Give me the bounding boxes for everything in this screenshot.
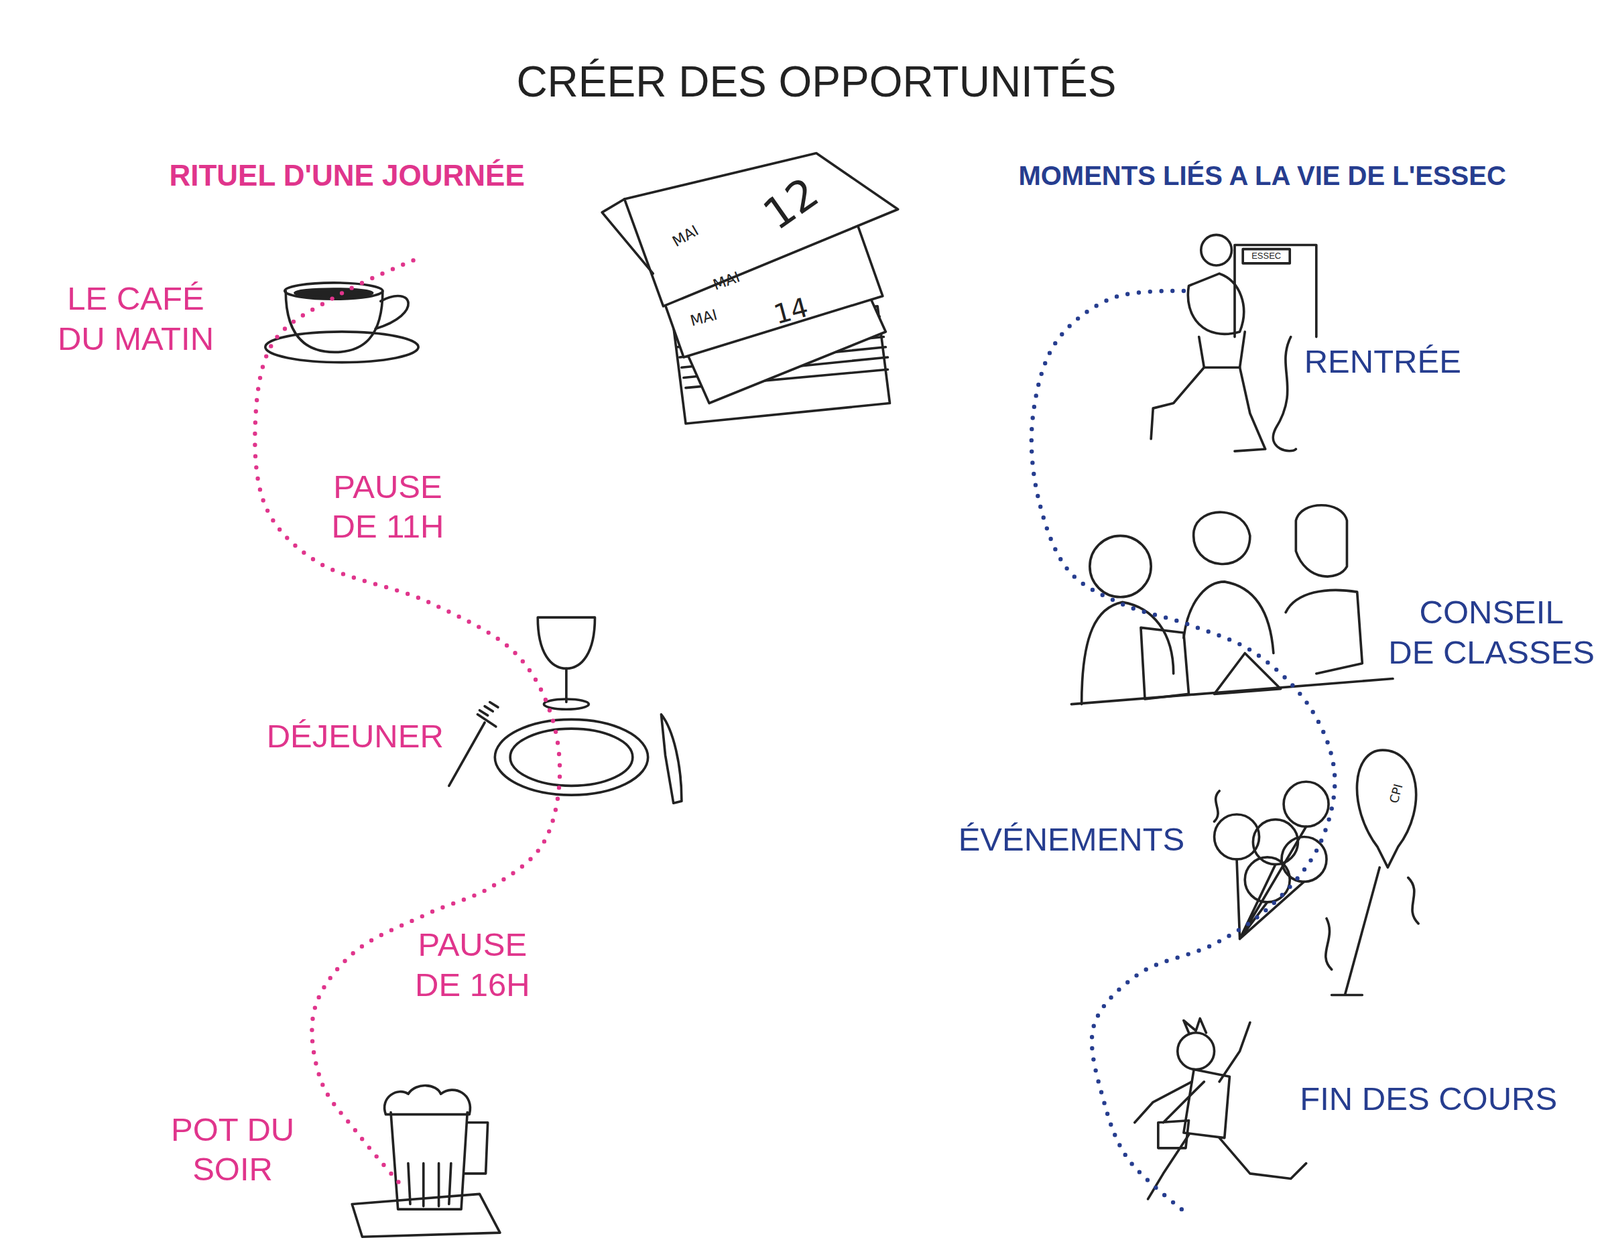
text-line: CONSEIL <box>1388 592 1595 633</box>
student-entering <box>1199 331 1246 368</box>
text-line: LE CAFÉ <box>57 279 214 320</box>
balloons <box>1281 836 1327 882</box>
place-setting <box>449 702 499 787</box>
door-sign: ESSEC <box>1251 250 1281 262</box>
moment-label: CONSEIL DE CLASSES <box>1388 592 1595 673</box>
school-route <box>1031 290 1336 1210</box>
text-line: DE 16H <box>414 965 531 1006</box>
place-setting <box>537 617 595 669</box>
column-heading: MOMENTS LIÉS A LA VIE DE L'ESSEC <box>1018 158 1506 192</box>
balloons <box>1356 750 1416 868</box>
coffee-cup <box>375 296 409 330</box>
class-council <box>1285 589 1363 674</box>
beer-mug <box>351 1193 501 1237</box>
running-student <box>1183 1069 1230 1139</box>
place-setting <box>543 699 589 710</box>
running-student <box>1148 1134 1307 1200</box>
text-line: POT DU <box>170 1110 295 1151</box>
balloon-text: CPI <box>1386 782 1406 806</box>
moment-label: POT DU SOIR <box>170 1110 295 1191</box>
student-entering <box>1234 245 1317 338</box>
student-entering <box>1272 337 1296 452</box>
student-entering <box>1150 367 1266 452</box>
running-student <box>1158 1081 1205 1149</box>
beer-mug <box>464 1122 488 1174</box>
place-setting <box>565 668 568 702</box>
calendar-stack <box>624 153 899 307</box>
student-entering <box>1201 234 1233 266</box>
place-setting <box>449 617 682 804</box>
text-line: DE 11H <box>331 507 445 548</box>
balloons <box>1214 750 1419 995</box>
running-student <box>1183 1018 1206 1033</box>
moment-label: PAUSE DE 11H <box>331 467 445 548</box>
beer-mug <box>351 1085 501 1238</box>
text-line: SOIR <box>170 1150 295 1191</box>
beer-mug <box>408 1163 452 1207</box>
title: CRÉER DES OPPORTUNITÉS <box>516 55 1117 108</box>
column-heading: RITUEL D'UNE JOURNÉE <box>168 157 525 194</box>
moment-label: FIN DES COURS <box>1299 1079 1558 1120</box>
class-council <box>1081 601 1174 704</box>
day-route <box>254 260 560 1184</box>
balloons <box>1283 781 1329 827</box>
text-line: PAUSE <box>414 925 531 966</box>
class-council <box>1193 512 1251 564</box>
running-student <box>1134 1018 1307 1199</box>
student-entering <box>1242 249 1290 264</box>
text-line: DU MATIN <box>57 319 214 360</box>
place-setting <box>660 714 682 804</box>
coffee-cup <box>294 288 373 297</box>
beer-mug <box>390 1112 468 1210</box>
balloons <box>1214 790 1419 970</box>
coffee-cup <box>265 331 419 363</box>
moment-label: PAUSE DE 16H <box>414 925 531 1006</box>
class-council <box>1214 652 1281 694</box>
class-council <box>1140 627 1190 700</box>
moment-label: RENTRÉE <box>1304 342 1462 383</box>
moment-label: LE CAFÉ DU MATIN <box>57 279 214 360</box>
text-line: PAUSE <box>331 467 445 508</box>
place-setting <box>510 728 633 786</box>
class-council <box>1071 505 1393 705</box>
place-setting <box>494 719 648 795</box>
balloons <box>1331 867 1381 995</box>
running-student <box>1177 1032 1215 1070</box>
class-council <box>1295 505 1347 577</box>
class-council <box>1089 535 1151 597</box>
running-student <box>1134 1022 1251 1123</box>
student-entering <box>1150 234 1317 452</box>
moment-label: DÉJEUNER <box>266 716 444 757</box>
beer-mug <box>384 1085 471 1115</box>
text-line: DE CLASSES <box>1388 632 1595 673</box>
calendar-stack <box>601 153 898 424</box>
coffee-cup <box>284 282 383 299</box>
moment-label: ÉVÉNEMENTS <box>958 819 1186 860</box>
class-council <box>1183 581 1274 654</box>
student-entering <box>1187 273 1244 334</box>
calendar-stack <box>601 199 653 274</box>
